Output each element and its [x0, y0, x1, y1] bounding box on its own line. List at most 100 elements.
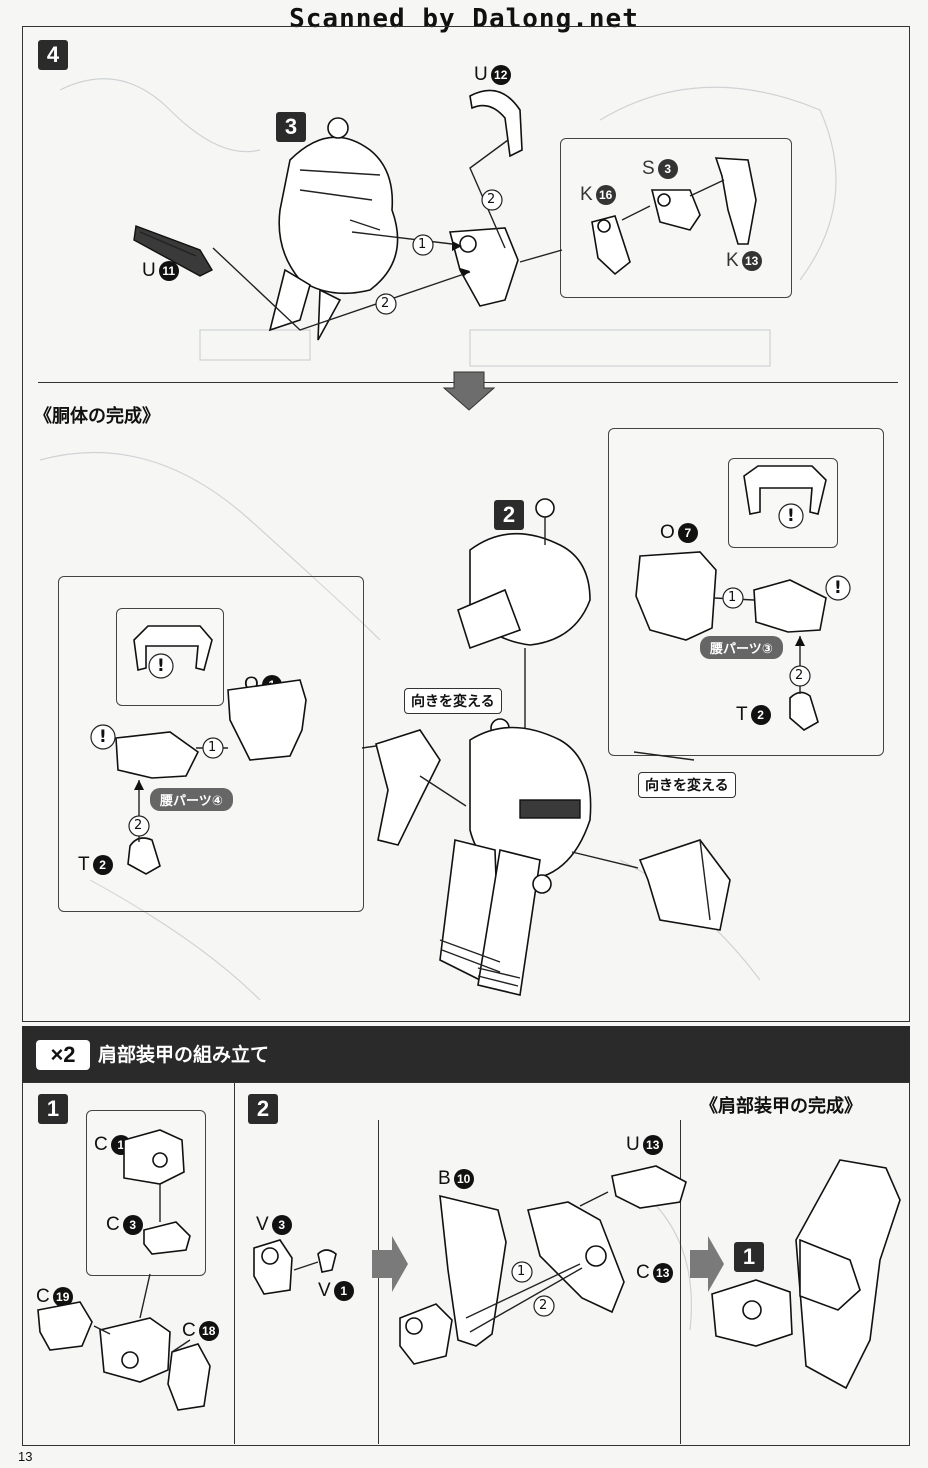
- left-waist-bracket-part: [115, 731, 200, 779]
- step4-frame: [22, 26, 910, 1022]
- left-seq-2-label: 2: [134, 818, 143, 833]
- warning-glyph-left-top: !: [157, 656, 165, 676]
- shoulder-seq-1-circle: [511, 1261, 533, 1283]
- right-waist-bracket-part: [753, 579, 827, 633]
- number-u11: 11: [158, 261, 179, 281]
- number-right-t2: 2: [750, 705, 771, 725]
- step4-seq-2a-label: 2: [487, 192, 496, 207]
- number-c13: 13: [652, 1263, 673, 1283]
- shoulder-section-title: 肩部装甲の組み立て: [98, 1044, 270, 1066]
- part-label-v3: V 3: [256, 1214, 292, 1236]
- turn-label-left: 向きを変える: [404, 688, 502, 714]
- part-label-c13: C 13: [636, 1262, 673, 1284]
- number-o7: 7: [677, 523, 698, 543]
- part-label-c19: C 19: [36, 1286, 73, 1308]
- part-label-o7: O 7: [660, 522, 698, 544]
- part-label-u13: U 13: [626, 1134, 663, 1156]
- turn-label-right: 向きを変える: [638, 772, 736, 798]
- right-seq-2-label: 2: [795, 668, 804, 683]
- shoulder-seq-2-circle: [533, 1295, 555, 1317]
- shoulder-section-banner: [22, 1026, 910, 1082]
- right-seq-1-label: 1: [728, 590, 737, 605]
- torso-body-part: [278, 136, 399, 295]
- shoulder-multiplier: ×2: [36, 1040, 90, 1070]
- shoulder-section-frame: [22, 1082, 910, 1446]
- step4-seq-1-label: 1: [418, 237, 427, 252]
- step4-badge: 4: [38, 40, 68, 70]
- part-label-right-t2: T 2: [736, 704, 771, 726]
- number-k16: 16: [595, 185, 616, 205]
- number-b10: 10: [453, 1169, 474, 1189]
- left-waist-label: 腰パーツ④: [150, 788, 233, 811]
- shoulder-divider-3: [680, 1120, 681, 1444]
- b10-part: [439, 1194, 507, 1347]
- right-seq-2-circle: [789, 665, 811, 687]
- step4-seq-2b: [375, 293, 397, 315]
- k13-part: [714, 157, 757, 245]
- part-label-b10: B 10: [438, 1168, 474, 1190]
- step4-seq-2a: [481, 189, 503, 211]
- shoulder-divider-1: [234, 1082, 235, 1444]
- step2-grey-arrow-1: [372, 1236, 408, 1292]
- number-v3: 3: [271, 1215, 292, 1235]
- left-warning-bracket-part: [133, 625, 213, 671]
- warning-marker-left-side: [90, 724, 116, 750]
- warning-glyph-right-top: !: [787, 506, 795, 526]
- number-k13: 13: [741, 251, 762, 271]
- warning-glyph-right-side: !: [834, 578, 842, 598]
- watermark-text: Scanned by Dalong.net: [289, 4, 639, 34]
- step4-seq-1: [412, 234, 434, 256]
- right-warning-bracket-part: [743, 465, 827, 515]
- c18-part: [167, 1343, 211, 1411]
- number-v1: 1: [333, 1281, 354, 1301]
- c13-shell-part: [527, 1201, 625, 1314]
- number-c18: 18: [198, 1321, 219, 1341]
- torso-skirt-part: [268, 268, 311, 332]
- number-s3: 3: [657, 159, 678, 179]
- left-loose-part: [375, 729, 441, 846]
- right-seq-1-circle: [722, 587, 744, 609]
- shoulder-divider-2: [378, 1120, 379, 1444]
- number-u12: 12: [490, 65, 511, 85]
- c19-part: [37, 1301, 93, 1351]
- number-c19: 19: [52, 1287, 73, 1307]
- part-label-v1: V 1: [318, 1280, 354, 1302]
- c3-part: [143, 1221, 191, 1255]
- left-seq-1-circle: [202, 737, 224, 759]
- part-label-left-t2: T 2: [78, 854, 113, 876]
- number-u13: 13: [642, 1135, 663, 1155]
- part-label-k16: K 16: [580, 184, 616, 206]
- warning-glyph-left-side: !: [99, 727, 107, 747]
- o1-skirt-part: [227, 679, 307, 761]
- shoulder-seq-2-label: 2: [539, 1298, 548, 1313]
- part-label-u12: U 12: [474, 64, 511, 86]
- right-leg-skirt-part: [477, 849, 541, 996]
- right-t2-connector-part: [789, 691, 819, 731]
- left-seq-1-label: 1: [208, 740, 217, 755]
- warning-marker-right-top: [778, 503, 804, 529]
- torso-ref-badge: 2: [494, 500, 524, 530]
- b10-peg-part: [399, 1303, 453, 1365]
- neck-ball: [327, 117, 349, 139]
- step2-grey-arrow-2: [690, 1236, 724, 1292]
- part-label-c18: C 18: [182, 1320, 219, 1342]
- shoulder-step1-badge: 1: [38, 1094, 68, 1124]
- step4-seq-2b-label: 2: [381, 296, 390, 311]
- number-c3: 3: [122, 1215, 143, 1235]
- shoulder-seq-1-label: 1: [517, 1264, 526, 1279]
- shoulder-complete-ref-badge: 1: [734, 1242, 764, 1272]
- torso-complete-title: 《胴体の完成》: [34, 406, 160, 427]
- u12-hook-part: [469, 89, 523, 158]
- v1-part: [317, 1249, 337, 1273]
- left-seq-2-circle: [128, 815, 150, 837]
- left-warning-subcallout: [116, 608, 224, 706]
- number-left-t2: 2: [92, 855, 113, 875]
- o7-skirt-part: [635, 551, 717, 641]
- left-t2-connector-part: [127, 837, 161, 875]
- part-label-c3: C 3: [106, 1214, 143, 1236]
- part-label-k13: K 13: [726, 250, 762, 272]
